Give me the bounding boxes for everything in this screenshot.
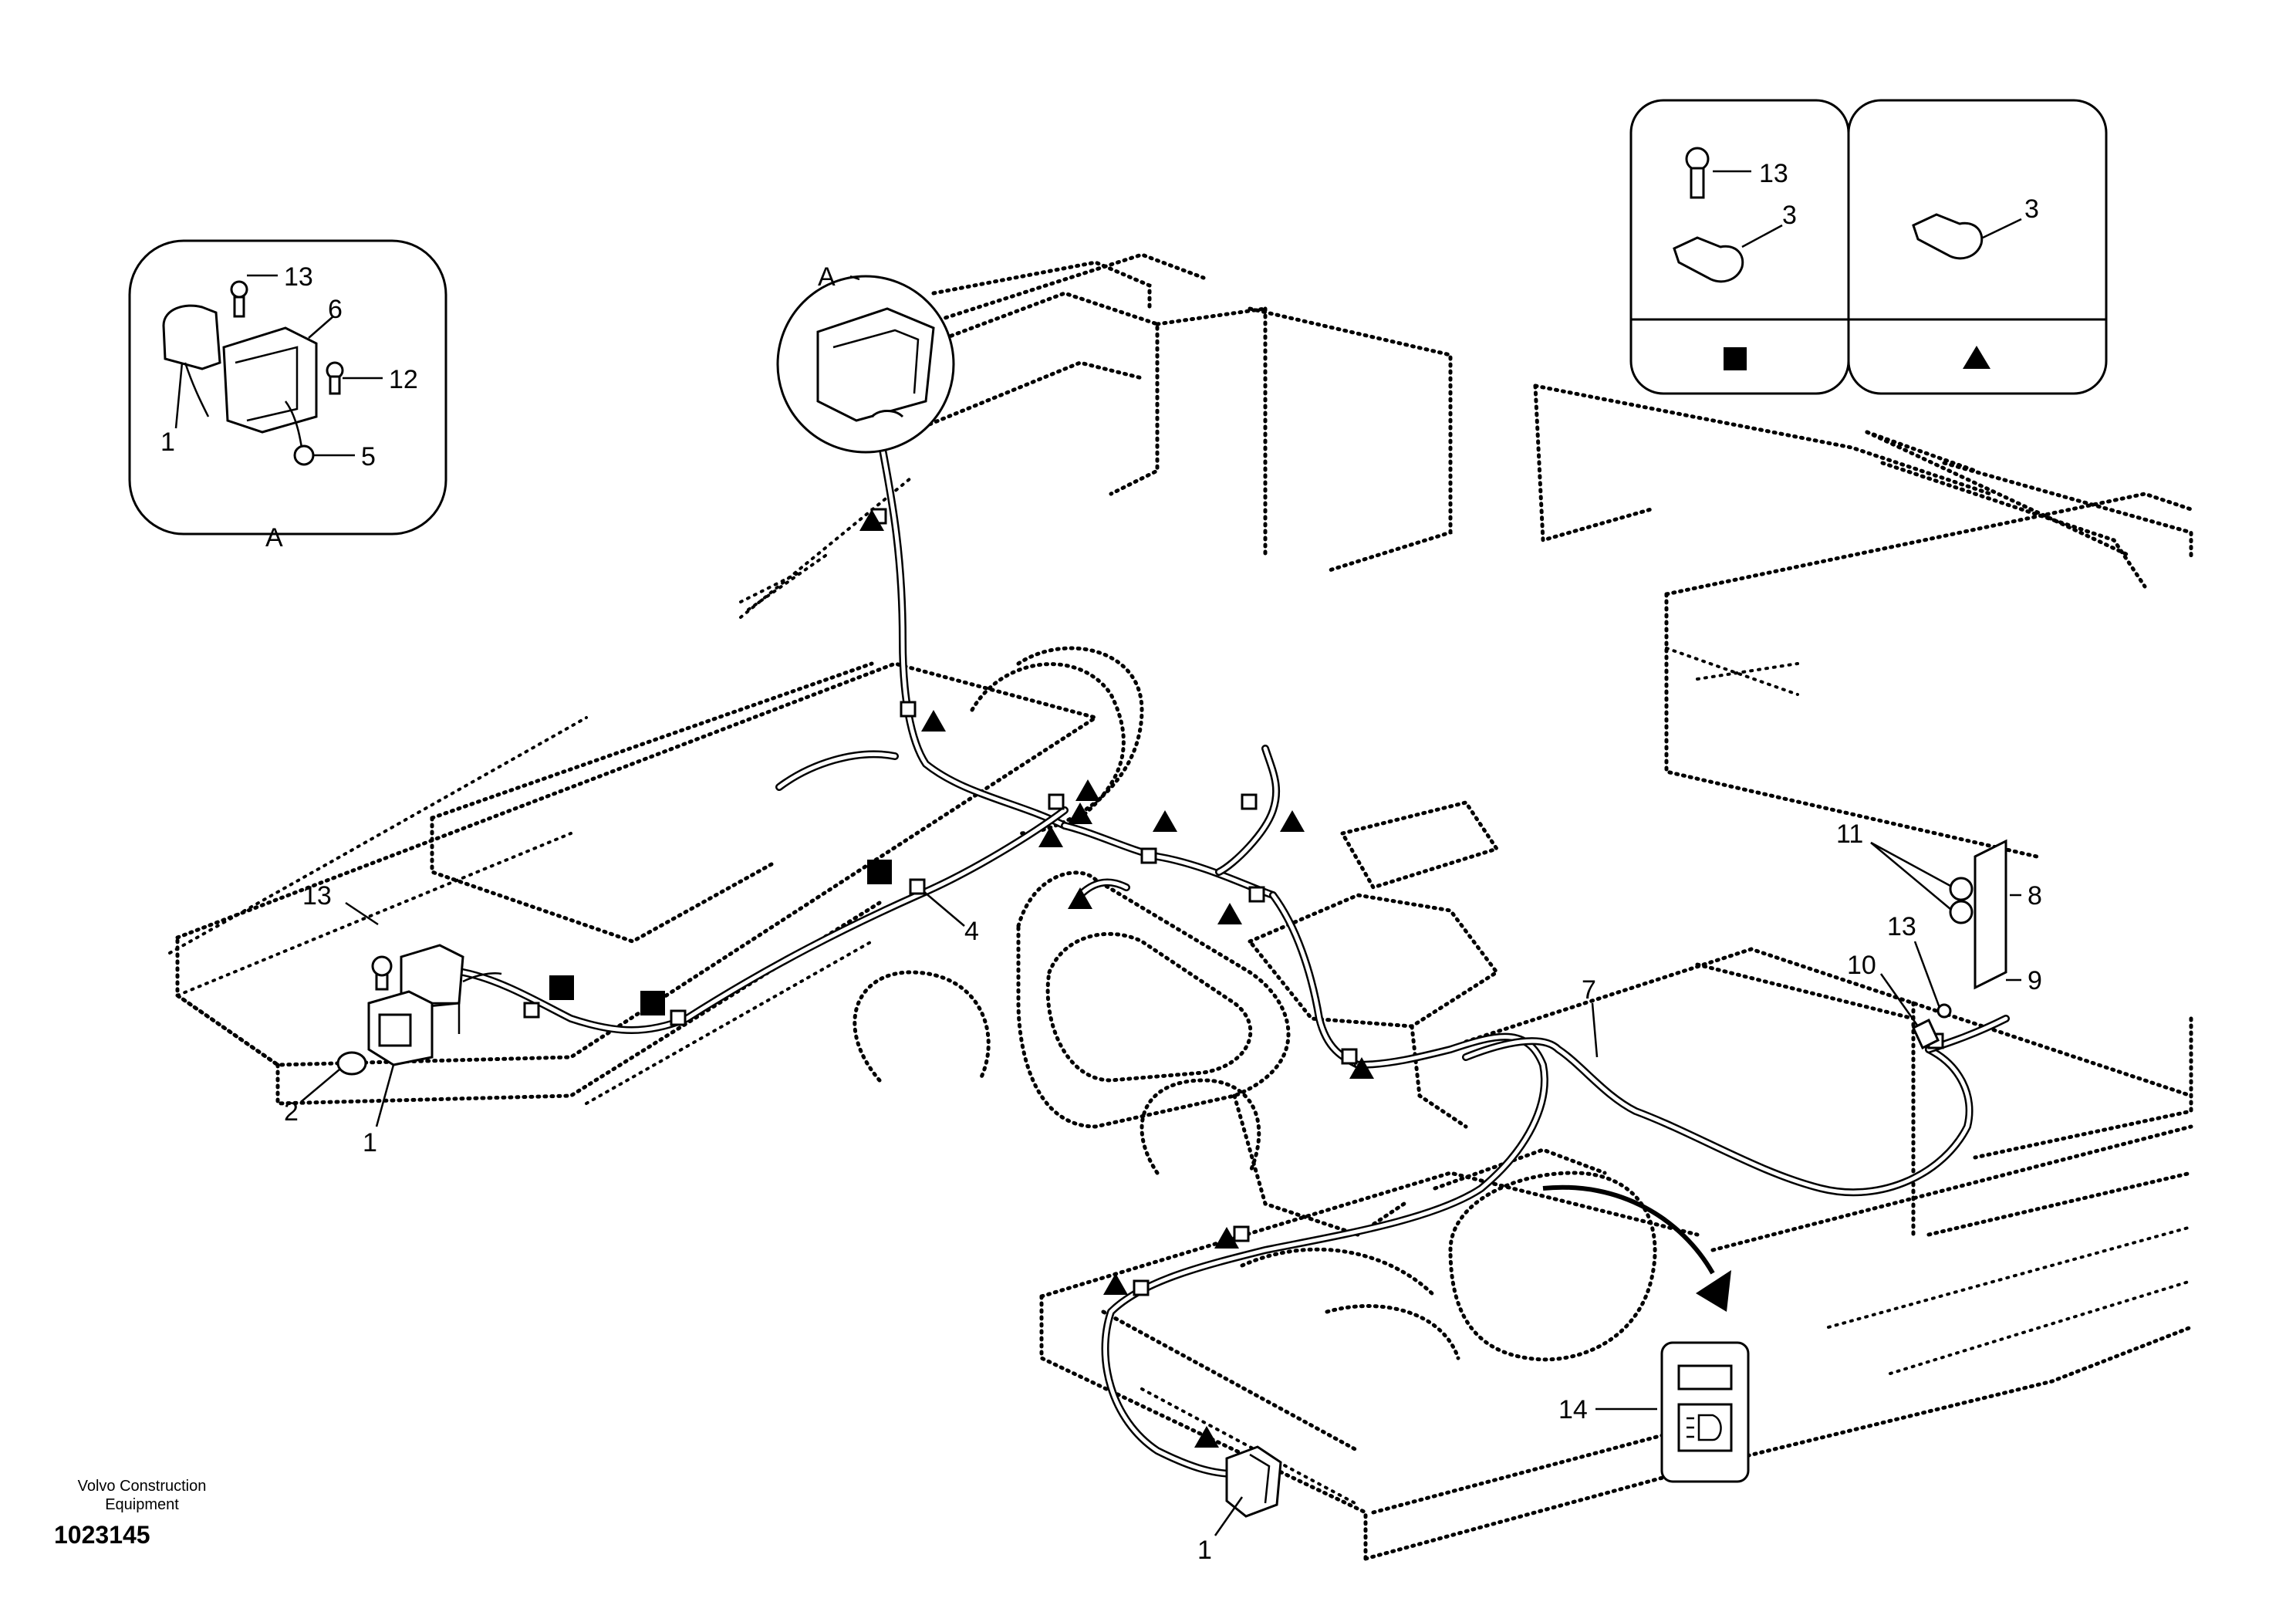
drawing-number: 1023145	[54, 1521, 150, 1549]
company-name-line1: Volvo Construction	[78, 1478, 207, 1495]
legend-box	[1629, 99, 2108, 395]
callout-14: 14	[1558, 1395, 1588, 1424]
view-a-circle	[776, 275, 955, 454]
callout-11: 11	[1836, 819, 1863, 849]
callout-8: 8	[2028, 881, 2042, 911]
clamp-markers	[523, 508, 1944, 1296]
callout-9: 9	[2028, 966, 2042, 995]
legend-label-13: 13	[1759, 159, 1788, 188]
callout-2: 2	[284, 1097, 299, 1127]
labels: 13 6 12 1 5 A A 13 3 3 13 2 1 4 11 8 13 …	[54, 159, 2042, 1565]
machine-frame	[168, 252, 2193, 1561]
callout-7: 7	[1582, 975, 1596, 1005]
callout-4: 4	[964, 917, 979, 946]
detail-a-label-13: 13	[284, 262, 313, 292]
legend-triangle-icon	[1963, 346, 1990, 369]
cable-harness	[459, 428, 2010, 1478]
company-name-line2: Equipment	[105, 1496, 179, 1513]
legend-label-3-left: 3	[1782, 201, 1797, 230]
switch-14	[1542, 1184, 1750, 1483]
legend-square-icon	[1724, 347, 1747, 370]
callout-1-left: 1	[363, 1128, 377, 1157]
legend-label-3-right: 3	[2024, 194, 2039, 224]
detail-a-label-6: 6	[328, 295, 343, 324]
square-markers	[549, 860, 892, 1015]
leader-lines	[174, 170, 2022, 1536]
left-work-light	[336, 944, 502, 1076]
view-a-label: A	[818, 262, 836, 292]
detail-a-caption: A	[265, 523, 283, 552]
right-panel-switch	[1912, 839, 2007, 1050]
callout-1-bottom: 1	[1197, 1536, 1212, 1565]
detail-a-label-12: 12	[389, 365, 418, 394]
callout-13-right: 13	[1887, 912, 1916, 941]
callout-10: 10	[1847, 951, 1876, 980]
detail-a-inset	[128, 239, 447, 536]
triangle-markers	[859, 509, 1374, 1448]
detail-a-label-1: 1	[160, 427, 175, 457]
callout-13-left: 13	[302, 881, 332, 911]
detail-a-label-5: 5	[361, 442, 376, 471]
